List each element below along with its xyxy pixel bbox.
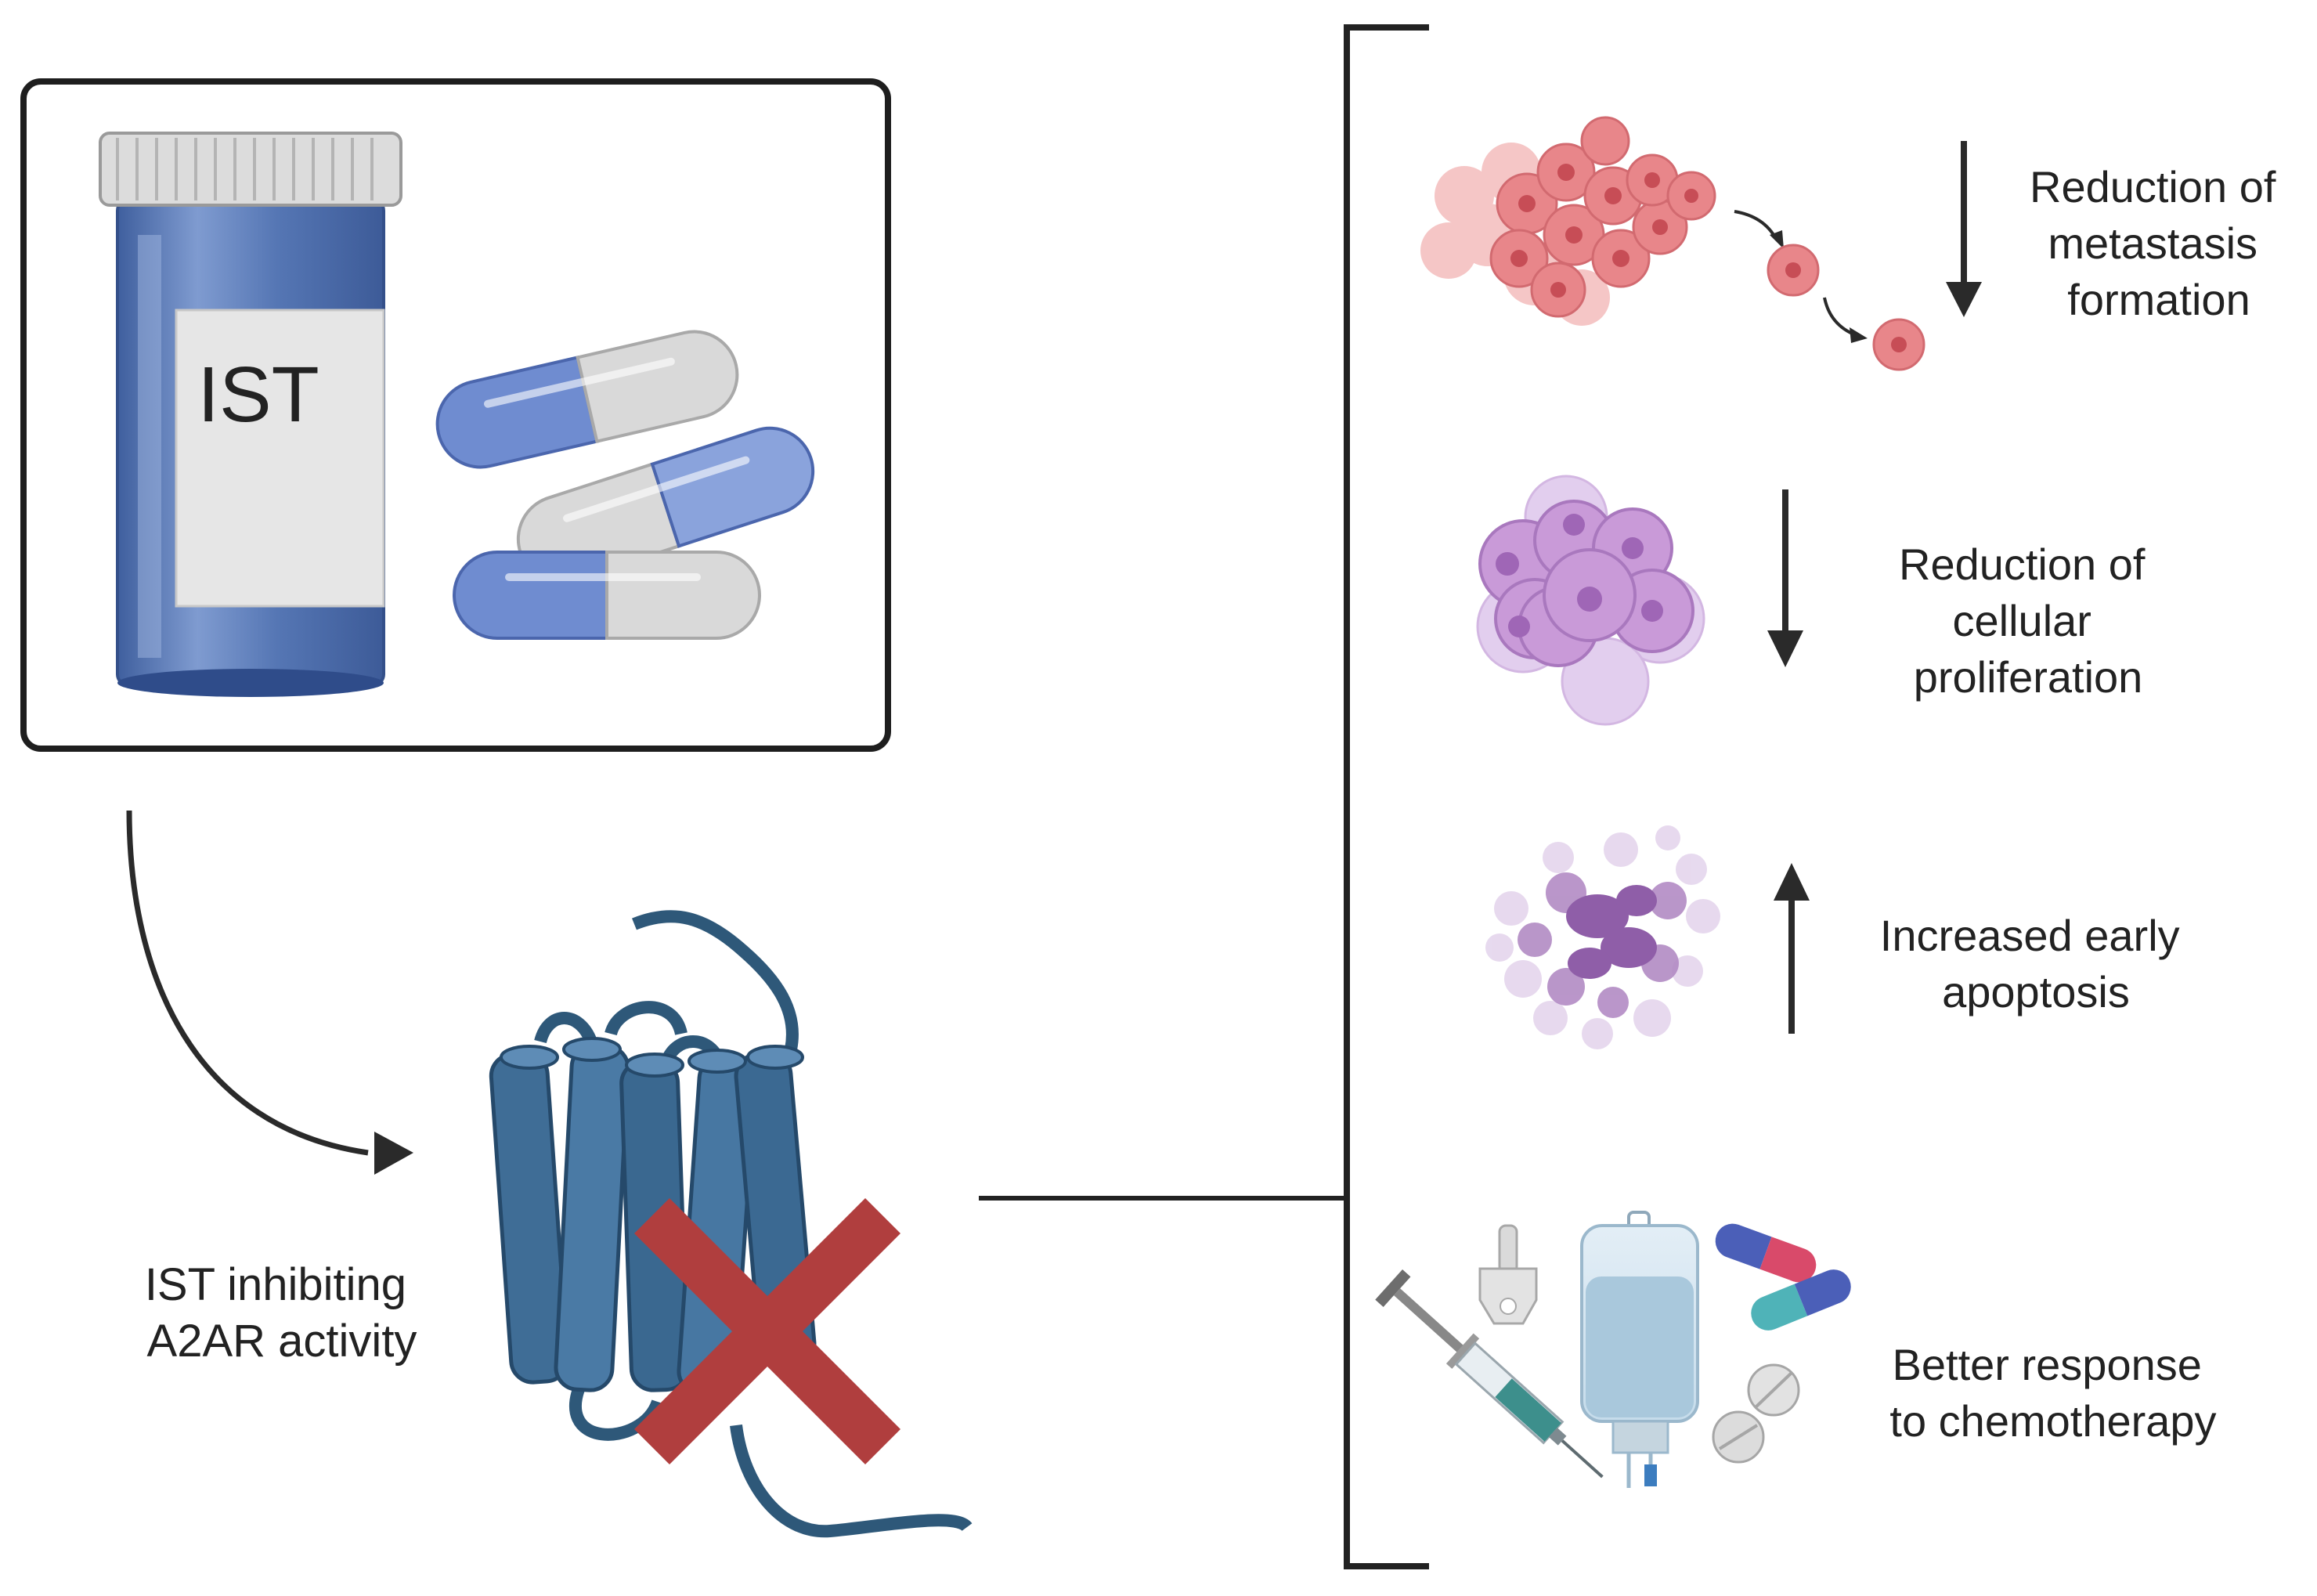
apoptotic-cell-icon [1485, 825, 1720, 1049]
mechanism-caption: IST inhibiting A2AR activity [145, 1259, 419, 1367]
drug-label: IST [197, 351, 319, 439]
chemotherapy-icon [1375, 1211, 1851, 1488]
pill-bottle-icon: IST [99, 132, 402, 697]
effect-apoptosis-label: Increased early apoptosis [1880, 911, 2192, 1016]
metastasis-down-arrow [1946, 141, 1982, 317]
effect-chemotherapy-label: Better response to chemotherapy [1889, 1340, 2216, 1446]
effect-proliferation-label: Reduction of cellular proliferation [1899, 540, 2157, 702]
proliferation-down-arrow [1767, 489, 1803, 667]
apoptosis-up-arrow [1774, 863, 1810, 1034]
cell-cluster-icon [1476, 475, 1705, 726]
inhibition-flow-arrowhead [374, 1132, 413, 1175]
inhibition-flow-arrow [126, 810, 369, 1156]
capsule-icon [435, 330, 815, 640]
tumor-cells-icon [1420, 116, 1925, 371]
effects-bracket [1344, 24, 1429, 1569]
drug-panel: IST [20, 78, 891, 752]
gpcr-receptor-icon [489, 910, 973, 1538]
red-x-icon [634, 1198, 900, 1464]
effect-metastasis-label: Reduction of metastasis formation [2030, 162, 2288, 324]
